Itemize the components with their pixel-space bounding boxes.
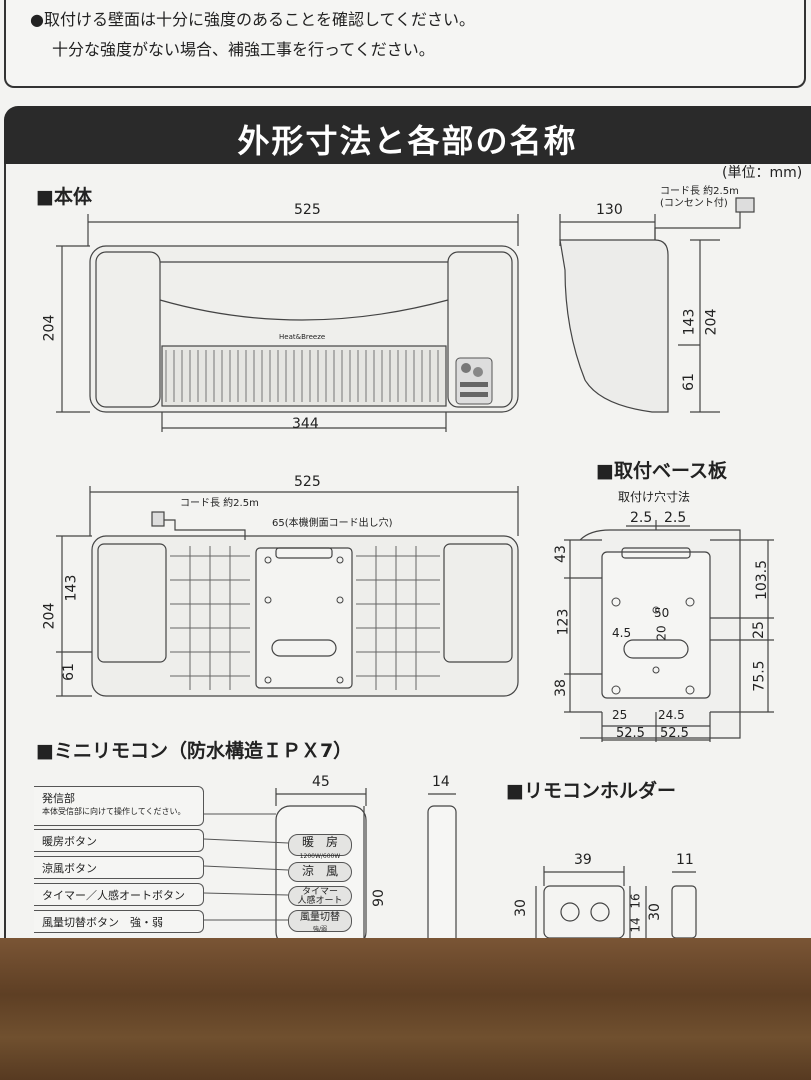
depth-label: 130: [596, 202, 623, 218]
remote-cool-label: 涼 風: [301, 864, 338, 878]
base-bottom-525a-label: 52.5: [616, 726, 645, 741]
main-body-front-drawing: [56, 197, 755, 432]
holder-height-label: 30: [512, 899, 529, 917]
holder-d16-label: 16: [628, 893, 643, 909]
cord-note-label: (コンセント付): [660, 198, 728, 209]
holder-width-label: 39: [574, 852, 592, 868]
holder-heading: ■リモコンホルダー: [506, 780, 676, 802]
callout-transmitter-sub: 本体受信部に向けて操作してください。: [42, 807, 186, 816]
remote-heading: ■ミニリモコン（防水構造ＩＰＸ7）: [36, 740, 353, 762]
holder-depth-label: 11: [676, 852, 694, 868]
base-plate-drawing: [564, 520, 774, 742]
wooden-table-surface: [0, 938, 811, 1080]
control-panel-drawing: [455, 357, 493, 405]
holder-drawing: [535, 866, 697, 939]
back-cord-label: コード長 約2.5m: [180, 498, 259, 509]
notice-line-1: ●取付ける壁面は十分に強度のあることを確認してください。: [30, 10, 476, 29]
side-view-drawing: [559, 197, 755, 413]
remote-width-label: 45: [312, 774, 330, 790]
remote-heat-label: 暖 房: [301, 835, 338, 849]
base-bottom-25-label: 25: [612, 708, 628, 722]
manual-page: ●取付ける壁面は十分に強度のあることを確認してください。 十分な強度がない場合、…: [0, 0, 811, 947]
base-inner-45-label: 4.5: [612, 626, 632, 640]
main-body-heading: ■本体: [36, 186, 92, 208]
base-inner-50-label: 50: [654, 606, 670, 620]
section-frame: [4, 164, 809, 938]
callout-timer-label: タイマー／人感オートボタン: [42, 889, 185, 902]
callout-timer-button: タイマー／人感オートボタン: [34, 883, 204, 906]
callout-cool-button: 涼風ボタン: [34, 856, 204, 879]
callout-transmitter: 発信部 本体受信部に向けて操作してください。: [34, 786, 204, 826]
remote-fan-label: 風量切替: [300, 912, 340, 923]
unit-label: (単位：mm): [722, 165, 803, 181]
back-outlet-label: 65(本機側面コード出し穴): [272, 518, 393, 529]
base-plate-heading: ■取付ベース板: [596, 460, 728, 482]
remote-cool-button: 涼 風: [288, 862, 352, 882]
base-plate-subheading: 取付け穴寸法: [618, 490, 691, 504]
grille-width-label: 344: [292, 416, 319, 432]
base-bottom-525b-label: 52.5: [660, 726, 689, 741]
main-width-label: 525: [294, 202, 321, 218]
back-view-drawing: [56, 486, 519, 697]
base-bottom-245-label: 24.5: [658, 708, 685, 722]
holder-d14-label: 14: [628, 917, 643, 933]
base-top-right-label: 2.5: [664, 510, 687, 526]
callout-heat-button: 暖房ボタン: [34, 829, 204, 852]
callout-cool-label: 涼風ボタン: [42, 862, 97, 875]
notice-line-2: 十分な強度がない場合、補強工事を行ってください。: [52, 40, 435, 59]
remote-timer-sub: 人感オート: [297, 896, 343, 906]
remote-fan-sub: 強/弱: [312, 926, 328, 933]
notice-box: [4, 0, 806, 88]
callout-fan-button: 風量切替ボタン 強・弱: [34, 910, 204, 933]
callout-heat-label: 暖房ボタン: [42, 835, 97, 848]
base-top-left-label: 2.5: [630, 510, 653, 526]
section-banner: 外形寸法と各部の名称: [4, 106, 811, 164]
remote-timer-label: タイマー: [301, 887, 338, 897]
brand-logo-text: Heat&Breeze: [279, 333, 326, 341]
remote-timer-button: タイマー 人感オート: [288, 886, 352, 906]
cord-length-label: コード長 約2.5m: [660, 186, 739, 197]
remote-fan-button: 風量切替 強/弱: [288, 910, 352, 933]
banner-title: 外形寸法と各部の名称: [237, 122, 578, 160]
back-width-label: 525: [294, 474, 321, 490]
holder-side-height-label: 30: [646, 903, 663, 921]
remote-heat-sub: 1200W/600W: [299, 853, 341, 860]
remote-heat-button: 暖 房 1200W/600W: [288, 834, 352, 860]
remote-depth-label: 14: [432, 774, 450, 790]
callout-fan-label: 風量切替ボタン 強・弱: [42, 916, 163, 929]
callout-transmitter-label: 発信部: [42, 792, 75, 805]
